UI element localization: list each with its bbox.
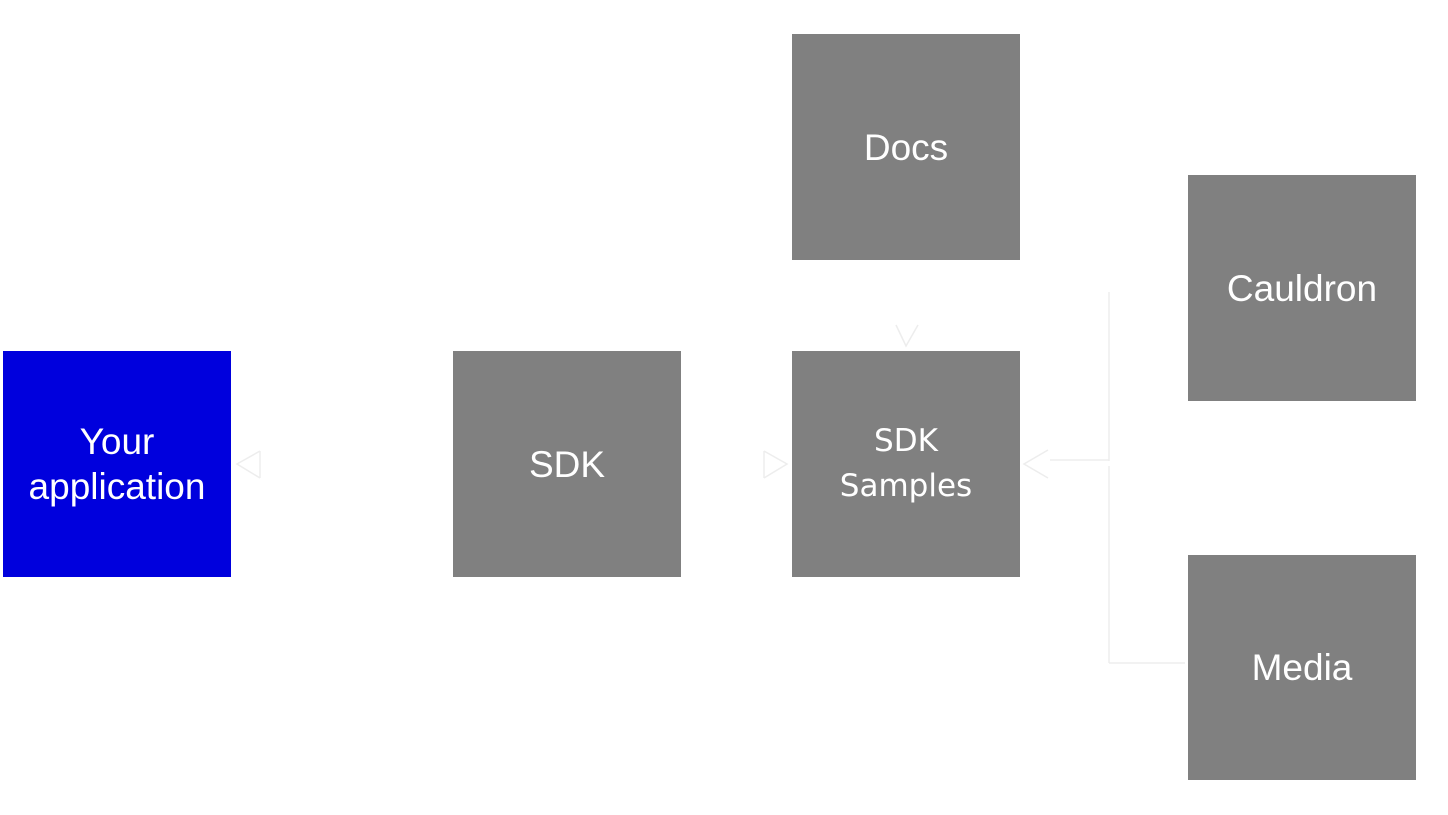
node-docs: Docs	[792, 34, 1020, 260]
node-sdk-label: SDK	[528, 443, 606, 485]
node-samples-line1: SDK	[874, 423, 938, 459]
arrow-sdk-to-samples	[763, 450, 789, 479]
node-app-line1: Your	[79, 421, 155, 462]
node-app-line2: application	[28, 466, 206, 507]
node-docs-label: Docs	[863, 126, 949, 168]
node-your-application: Your application	[3, 351, 231, 577]
arrow-sdk-to-app	[235, 450, 261, 479]
node-media: Media	[1188, 555, 1416, 780]
node-cauldron-label: Cauldron	[1226, 267, 1378, 309]
node-samples-line2: Samples	[839, 468, 973, 504]
arrow-docs-to-samples	[895, 324, 919, 348]
node-cauldron: Cauldron	[1188, 175, 1416, 401]
node-sdk: SDK	[453, 351, 681, 577]
node-sdk-samples: SDK Samples	[792, 351, 1020, 577]
arrow-to-samples	[1022, 449, 1049, 479]
node-media-label: Media	[1251, 647, 1353, 688]
